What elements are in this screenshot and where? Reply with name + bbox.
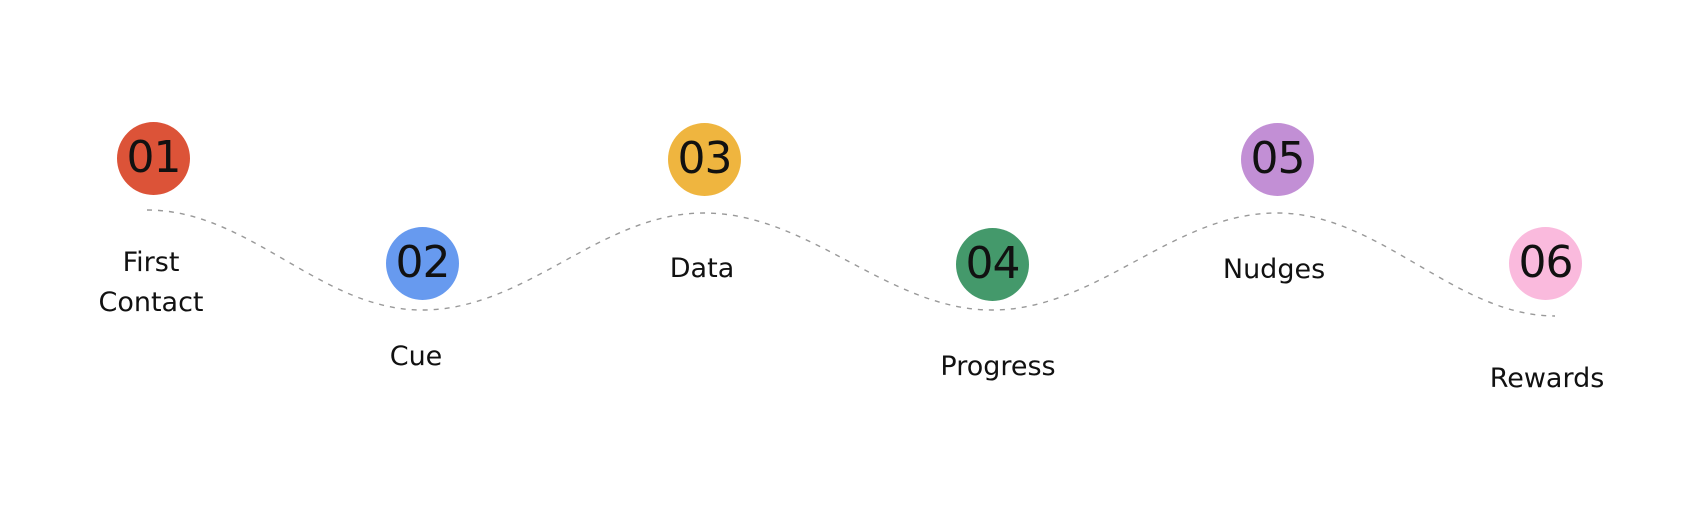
step-circle-04: 04	[956, 228, 1029, 301]
step-number-06: 06	[1518, 236, 1574, 288]
step-label-progress: Progress	[940, 351, 1056, 382]
step-number-03: 03	[677, 132, 733, 184]
step-label-data: Data	[669, 253, 735, 284]
step-label-cue: Cue	[389, 341, 443, 372]
step-number-05: 05	[1250, 132, 1306, 184]
step-circle-06: 06	[1509, 227, 1582, 300]
step-number-04: 04	[965, 237, 1021, 289]
step-circle-03: 03	[668, 123, 741, 196]
step-circle-01: 01	[117, 122, 190, 195]
step-circle-02: 02	[386, 227, 459, 300]
step-number-01: 01	[126, 131, 182, 183]
connector-path	[146, 209, 1556, 317]
step-label-rewards: Rewards	[1489, 363, 1605, 394]
step-label-first-contact: First Contact	[98, 247, 204, 318]
step-label-nudges: Nudges	[1222, 254, 1326, 285]
step-circle-05: 05	[1241, 123, 1314, 196]
step-number-02: 02	[395, 236, 451, 288]
